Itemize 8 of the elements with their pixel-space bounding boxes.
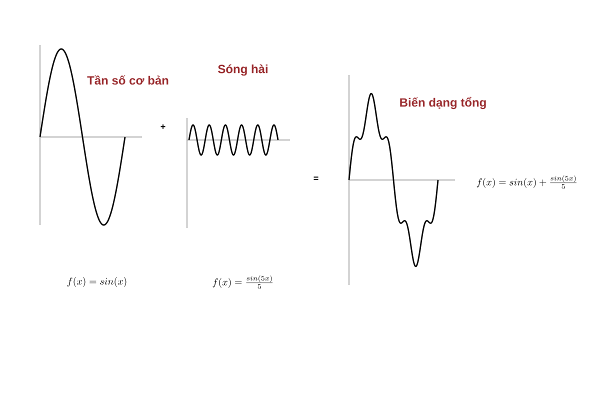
plus-sign: + [160, 124, 166, 129]
wave-title: Tần số cơ bản [87, 75, 168, 85]
wave-title: Biến dạng tổng [400, 96, 486, 110]
formula: $f(x) = sin(x)$ [67, 277, 126, 288]
formula: $f(x) = sin(x) + \frac{sin(5x)}{5}$ [476, 175, 576, 189]
wave-title: Sóng hài [218, 64, 268, 76]
equals-sign: = [314, 176, 318, 180]
formula: $f(x) = \frac{sin(5x)}{5}$ [212, 275, 273, 289]
